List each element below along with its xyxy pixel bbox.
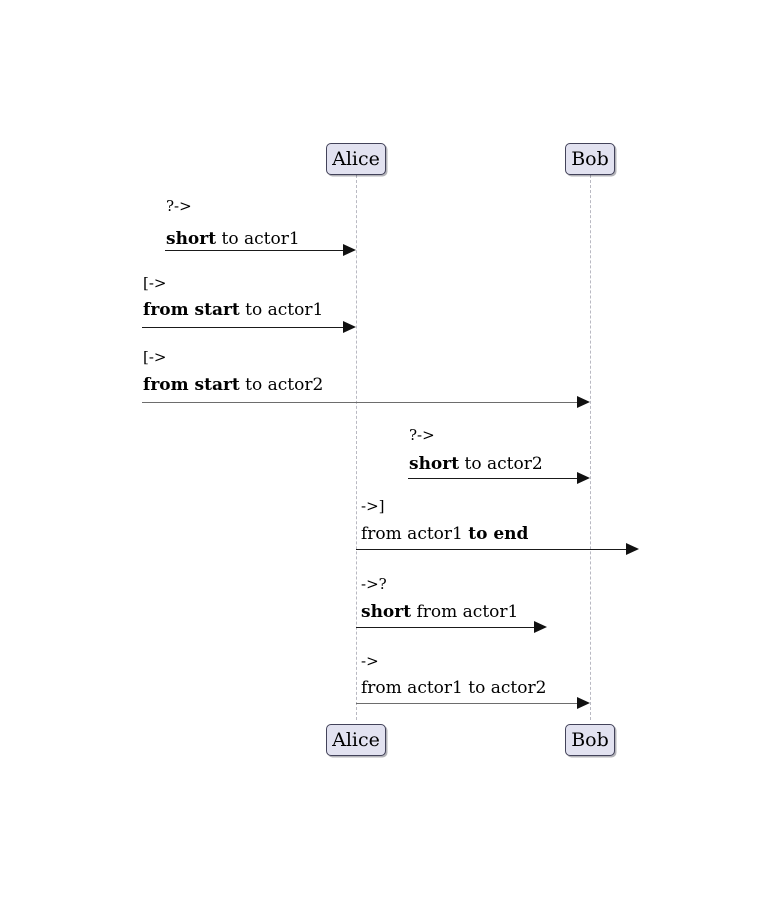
lifeline-alice bbox=[356, 175, 357, 720]
message-6-notation: ->? bbox=[361, 575, 387, 593]
message-7-label: from actor1 to actor2 bbox=[361, 678, 546, 698]
message-2-label: from start to actor1 bbox=[143, 300, 323, 320]
message-6-label-rest: from actor1 bbox=[411, 602, 519, 622]
message-7-label-lead: from actor1 to actor2 bbox=[361, 678, 547, 698]
message-3-label: from start to actor2 bbox=[143, 375, 323, 395]
message-4-arrow-head bbox=[577, 472, 590, 484]
message-3-arrow-line[interactable] bbox=[142, 402, 577, 403]
message-6-arrow-line[interactable] bbox=[356, 627, 534, 628]
message-1-label-bold: short bbox=[166, 229, 217, 249]
message-4-arrow-line[interactable] bbox=[408, 478, 577, 479]
message-6-label-bold: short bbox=[361, 602, 412, 622]
actor-box-alice-bottom[interactable]: Alice bbox=[326, 724, 386, 756]
actor-label-alice-top: Alice bbox=[332, 148, 380, 170]
message-1-arrow-head bbox=[343, 244, 356, 256]
message-7-notation: -> bbox=[361, 652, 379, 670]
message-5-label-lead: from actor1 bbox=[361, 524, 469, 544]
message-3-arrow-head bbox=[577, 396, 590, 408]
message-5-arrow-line[interactable] bbox=[356, 549, 626, 550]
message-5-label-bold: to end bbox=[468, 524, 529, 544]
message-4-label-rest: to actor2 bbox=[459, 454, 543, 474]
message-5-arrow-head bbox=[626, 543, 639, 555]
message-5-label: from actor1 to end bbox=[361, 524, 528, 544]
actor-label-alice-bottom: Alice bbox=[332, 729, 380, 751]
message-7-arrow-head bbox=[577, 697, 590, 709]
message-1-arrow-line[interactable] bbox=[165, 250, 343, 251]
message-3-notation: [-> bbox=[143, 348, 167, 366]
message-3-label-rest: to actor2 bbox=[239, 375, 324, 395]
actor-box-bob-bottom[interactable]: Bob bbox=[565, 724, 615, 756]
message-1-notation: ?-> bbox=[166, 197, 192, 215]
message-7-arrow-line[interactable] bbox=[356, 703, 577, 704]
message-2-arrow-line[interactable] bbox=[142, 327, 343, 328]
actor-label-bob-bottom: Bob bbox=[571, 729, 609, 751]
message-1-label-rest: to actor1 bbox=[216, 229, 300, 249]
message-2-notation: [-> bbox=[143, 274, 167, 292]
message-2-arrow-head bbox=[343, 321, 356, 333]
message-4-label: short to actor2 bbox=[409, 454, 543, 474]
message-4-notation: ?-> bbox=[409, 426, 435, 444]
message-4-label-bold: short bbox=[409, 454, 460, 474]
actor-box-alice-top[interactable]: Alice bbox=[326, 143, 386, 175]
lifeline-bob bbox=[590, 175, 591, 720]
actor-box-bob-top[interactable]: Bob bbox=[565, 143, 615, 175]
message-1-label: short to actor1 bbox=[166, 229, 300, 249]
message-2-label-bold: from start bbox=[143, 300, 240, 320]
message-2-label-rest: to actor1 bbox=[239, 300, 324, 320]
message-6-arrow-head bbox=[534, 621, 547, 633]
actor-label-bob-top: Bob bbox=[571, 148, 609, 170]
message-5-notation: ->] bbox=[361, 497, 385, 515]
message-3-label-bold: from start bbox=[143, 375, 240, 395]
message-6-label: short from actor1 bbox=[361, 602, 518, 622]
